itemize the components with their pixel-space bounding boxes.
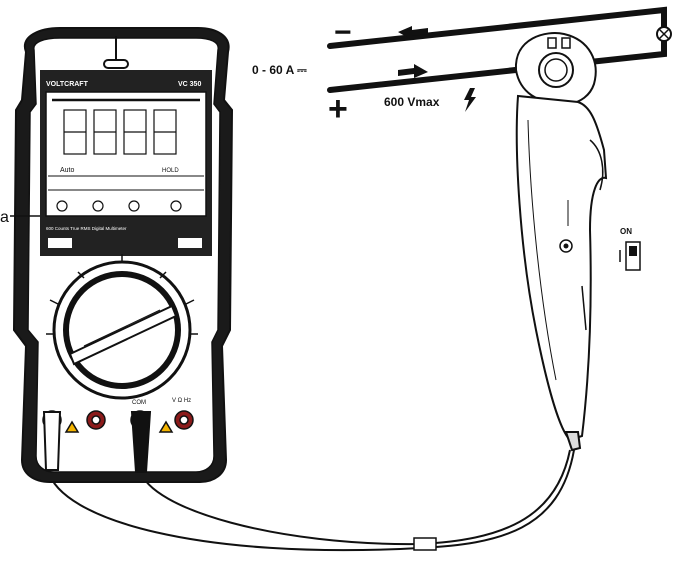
probe-plug-v [130, 411, 152, 473]
arrow-left-icon [398, 26, 428, 40]
lcd-auto-label: Auto [60, 167, 75, 174]
dial-ticks [46, 254, 198, 335]
lightning-icon [464, 88, 476, 112]
terminal-v-label: V Ω Hz [172, 398, 191, 404]
meter-subtitle: 600 Counts True RMS Digital Multimeter [46, 226, 127, 231]
current-range-label: 0 - 60 A ⎓ [252, 63, 307, 77]
current-arrows [398, 26, 428, 78]
plus-sign: + [328, 90, 348, 128]
on-switch-inset: ON [619, 227, 641, 271]
lcd-digits [48, 98, 204, 212]
side-label: a [0, 209, 9, 226]
lcd-hold-label: HOLD [162, 168, 179, 174]
brand-label: VOLTCRAFT [46, 81, 89, 88]
cable-com [47, 449, 575, 552]
voltage-max-label: 600 Vmax [384, 95, 440, 109]
clamp-cable-strain-relief [564, 431, 582, 452]
select-button [48, 238, 72, 248]
cable-v [139, 449, 571, 546]
clamp-meter [514, 32, 608, 452]
minus-sign: − [334, 16, 352, 49]
arrow-right-icon [398, 64, 428, 78]
probe-cables [47, 449, 575, 552]
probe-plug-com [42, 411, 62, 471]
conductors [327, 6, 672, 93]
clamp-body [515, 94, 608, 442]
range-button [178, 238, 202, 248]
multimeter: VOLTCRAFT VC 350 Auto HOLD 600 Counts Tr… [0, 27, 234, 483]
upper-conductor [327, 6, 667, 49]
lower-conductor [327, 37, 667, 93]
terminal-com-label: COM [132, 400, 146, 406]
switch-label: ON [620, 227, 632, 236]
model-label: VC 350 [178, 81, 201, 88]
cable-junction [413, 537, 437, 551]
dial-pointer [68, 304, 178, 366]
